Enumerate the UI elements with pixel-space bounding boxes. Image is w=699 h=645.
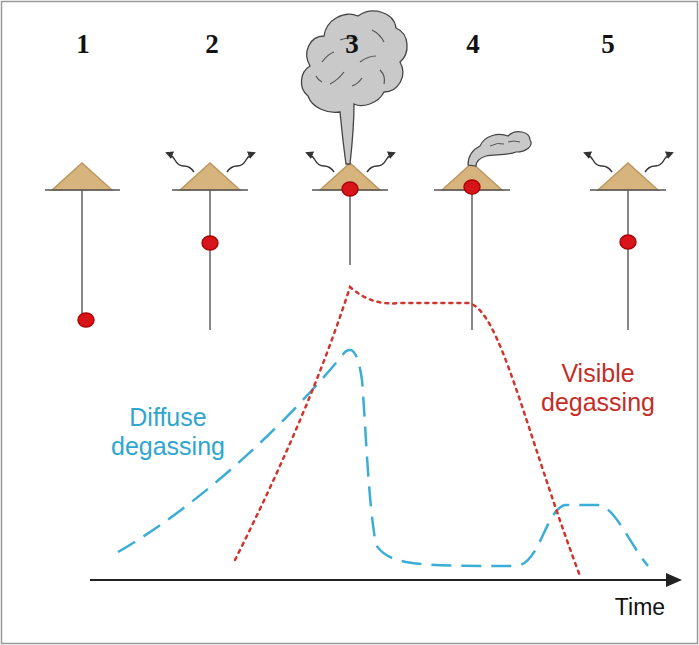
volcano-3 <box>301 11 407 265</box>
time-axis <box>90 579 680 581</box>
step-number: 2 <box>192 29 232 60</box>
axis-label: Time <box>600 594 680 620</box>
step-number: 1 <box>63 29 103 60</box>
step-number: 3 <box>332 29 372 60</box>
volcano-2 <box>167 153 254 330</box>
step-number: 4 <box>453 29 493 60</box>
step-number: 5 <box>588 29 628 60</box>
curve-label: Diffuse degassing <box>98 403 238 461</box>
volcano-1 <box>45 163 120 327</box>
volcano-4 <box>434 132 531 330</box>
curve-label: Visible degassing <box>528 359 668 417</box>
volcano-5 <box>585 153 672 330</box>
visible-curve <box>235 287 580 576</box>
